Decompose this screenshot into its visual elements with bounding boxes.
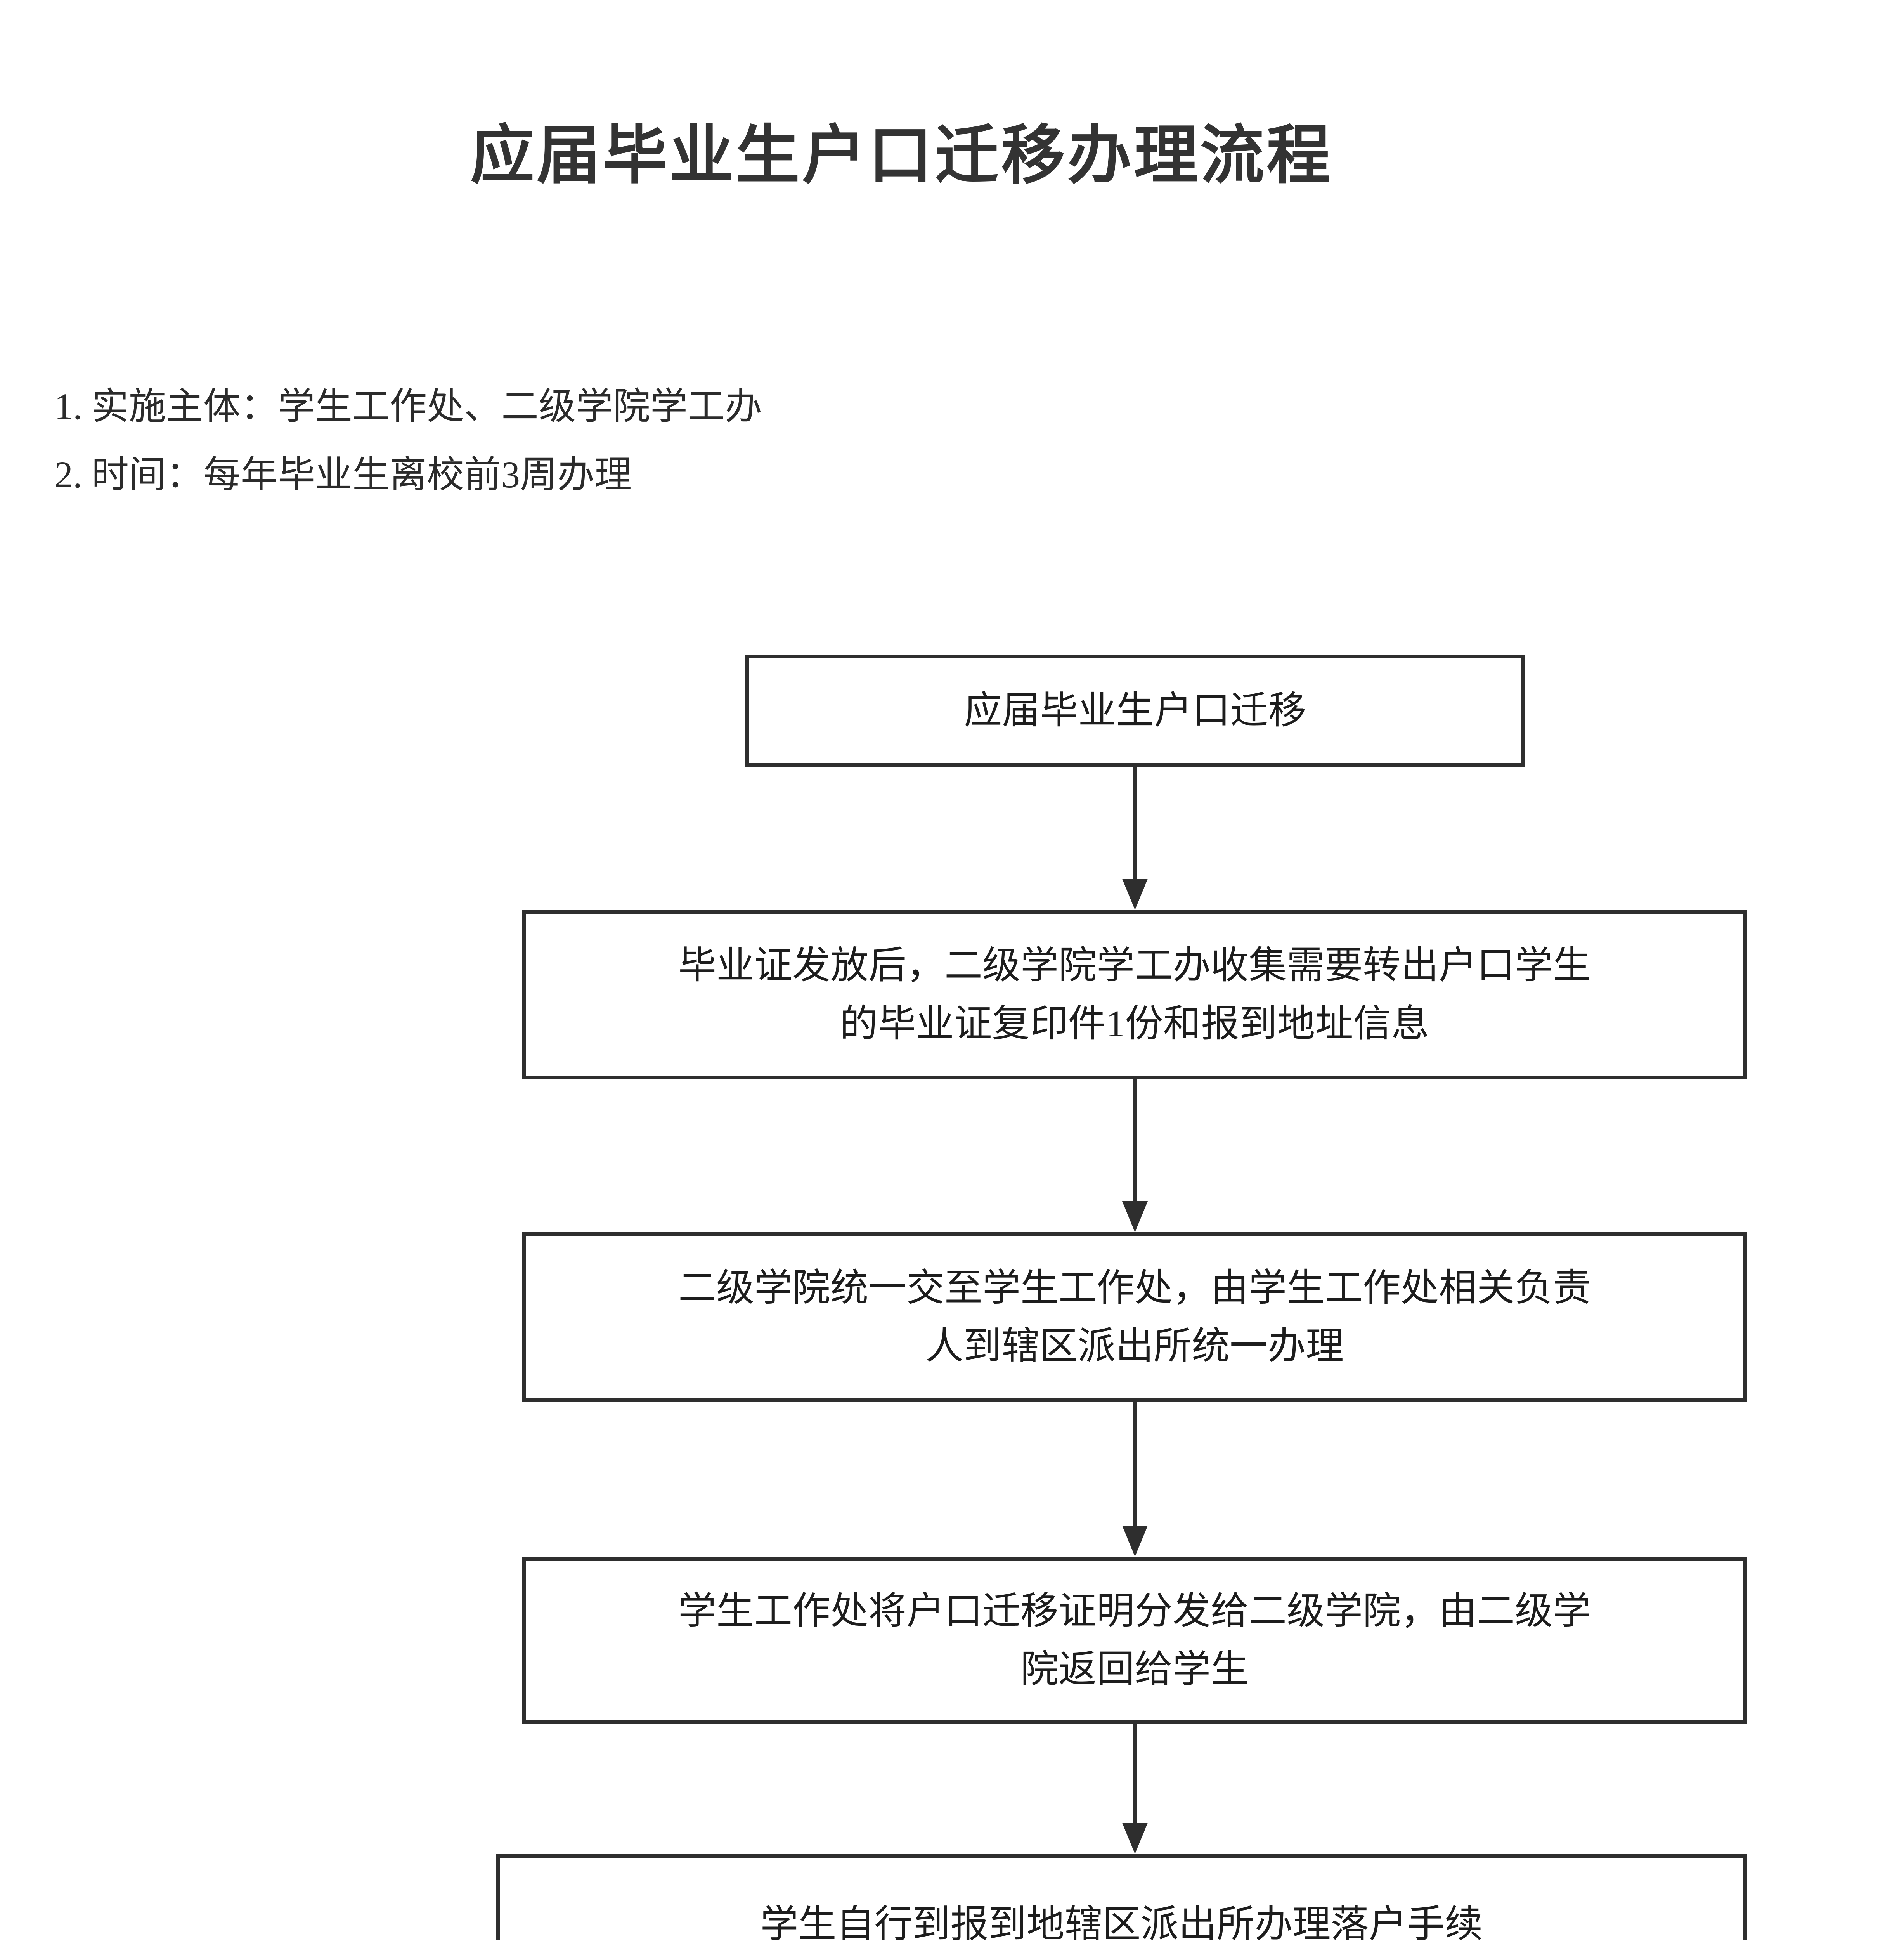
arrow-head-down-icon <box>1122 1823 1148 1854</box>
flow-node-distribute-certificates[interactable]: 学生工作处将户口迁移证明分发给二级学院，由二级学 院返回给学生 <box>522 1557 1747 1724</box>
flow-node-submit-to-police-station-label: 二级学院统一交至学生工作处，由学生工作处相关负责 人到辖区派出所统一办理 <box>678 1267 1591 1367</box>
arrow-shaft-icon <box>1133 1402 1137 1526</box>
flow-node-distribute-certificates-label: 学生工作处将户口迁移证明分发给二级学院，由二级学 院返回给学生 <box>678 1590 1591 1691</box>
page-title: 应届毕业生户口迁移办理流程 <box>470 118 1333 192</box>
flow-arrow-1 <box>1121 767 1149 910</box>
flow-node-start[interactable]: 应届毕业生户口迁移 <box>745 655 1525 767</box>
notes-block: 1. 实施主体：学生工作处、二级学院学工办 2. 时间：每年毕业生离校前3周办理 <box>54 372 1451 509</box>
note-line-2: 2. 时间：每年毕业生离校前3周办理 <box>54 454 632 495</box>
flow-node-student-registers[interactable]: 学生自行到报到地辖区派出所办理落户手续 <box>496 1854 1747 1940</box>
flow-node-collect-documents-label: 毕业证发放后，二级学院学工办收集需要转出户口学生 的毕业证复印件1份和报到地址信… <box>678 944 1591 1045</box>
arrow-head-down-icon <box>1122 1201 1148 1232</box>
flow-node-submit-to-police-station[interactable]: 二级学院统一交至学生工作处，由学生工作处相关负责 人到辖区派出所统一办理 <box>522 1232 1747 1402</box>
arrow-shaft-icon <box>1133 767 1137 879</box>
arrow-shaft-icon <box>1133 1079 1137 1201</box>
arrow-head-down-icon <box>1122 1526 1148 1557</box>
flow-arrow-3 <box>1121 1402 1149 1557</box>
arrow-shaft-icon <box>1133 1724 1137 1823</box>
flow-node-student-registers-label: 学生自行到报到地辖区派出所办理落户手续 <box>760 1904 1483 1940</box>
flow-arrow-4 <box>1121 1724 1149 1854</box>
arrow-head-down-icon <box>1122 879 1148 910</box>
flow-node-collect-documents[interactable]: 毕业证发放后，二级学院学工办收集需要转出户口学生 的毕业证复印件1份和报到地址信… <box>522 910 1747 1079</box>
note-line-1: 1. 实施主体：学生工作处、二级学院学工办 <box>54 386 762 427</box>
flow-arrow-2 <box>1121 1079 1149 1232</box>
flow-node-start-label: 应届毕业生户口迁移 <box>964 690 1306 732</box>
